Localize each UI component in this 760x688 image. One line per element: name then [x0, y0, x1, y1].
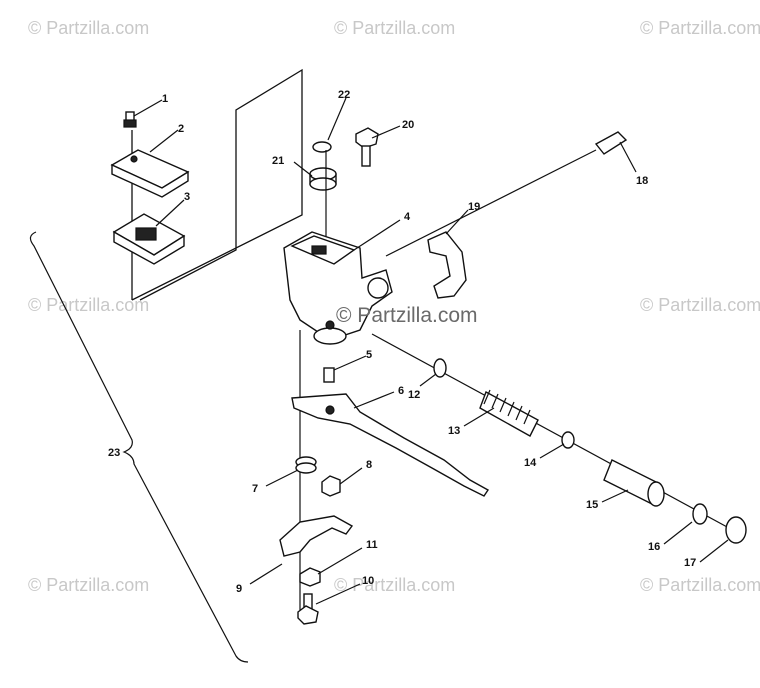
part-2-reservoir-cover [110, 149, 190, 198]
part-13-spring [479, 389, 539, 437]
watermark-mid-left: © Partzilla.com [28, 295, 150, 315]
part-1-screw [123, 111, 137, 128]
watermark-mid-right: © Partzilla.com [640, 295, 760, 315]
watermark-center: © Partzilla.com [336, 304, 478, 327]
watermark-top-right: © Partzilla.com [640, 18, 760, 38]
callout-13: 13 [448, 425, 460, 437]
watermark-bottom-center: © Partzilla.com [334, 575, 456, 595]
part-14-washer [561, 431, 575, 449]
callout-15: 15 [586, 499, 598, 511]
callout-14: 14 [524, 457, 537, 469]
watermark-top-center: © Partzilla.com [334, 18, 456, 38]
callout-23: 23 [108, 447, 120, 459]
callout-18: 18 [636, 175, 648, 187]
part-16-seal [692, 503, 708, 525]
callout-6: 6 [398, 385, 404, 397]
callout-17: 17 [684, 557, 696, 569]
callout-4: 4 [404, 211, 411, 223]
callout-9: 9 [236, 583, 242, 595]
callout-20: 20 [402, 119, 414, 131]
watermark-bottom-left: © Partzilla.com [28, 575, 150, 595]
part-3-diaphragm [112, 213, 186, 265]
callout-21: 21 [272, 155, 284, 167]
part-10-bolt [297, 593, 319, 625]
part-18-bolt [385, 131, 628, 257]
callout-3: 3 [184, 191, 190, 203]
part-21-bushing [309, 167, 337, 191]
callout-19: 19 [468, 201, 480, 213]
part-15-piston [603, 459, 665, 507]
part-4-master-cylinder [283, 231, 393, 345]
part-9-bracket [279, 515, 354, 557]
callout-8: 8 [366, 459, 372, 471]
part-19-clamp [427, 231, 467, 299]
callout-5: 5 [366, 349, 372, 361]
part-8-nut [321, 475, 341, 497]
part-17-ring [725, 516, 747, 544]
watermark-top-left: © Partzilla.com [28, 18, 150, 38]
callout-1: 1 [162, 93, 168, 105]
part-11-nut [299, 567, 321, 587]
part-5-spacer [323, 367, 335, 383]
callout-22: 22 [338, 89, 350, 101]
leader-lines [133, 97, 729, 605]
callout-7: 7 [252, 483, 258, 495]
part-22-washer [312, 141, 332, 153]
watermark-bottom-right: © Partzilla.com [640, 575, 760, 595]
callout-2: 2 [178, 123, 184, 135]
callout-10: 10 [362, 575, 374, 587]
callout-16: 16 [648, 541, 660, 553]
part-12-washer [433, 358, 447, 378]
callout-12: 12 [408, 389, 420, 401]
part-20-bolt [355, 127, 379, 167]
bracket-23 [29, 231, 249, 663]
part-7-spring [295, 456, 317, 474]
part-6-lever [291, 393, 490, 497]
callout-11: 11 [366, 539, 378, 551]
